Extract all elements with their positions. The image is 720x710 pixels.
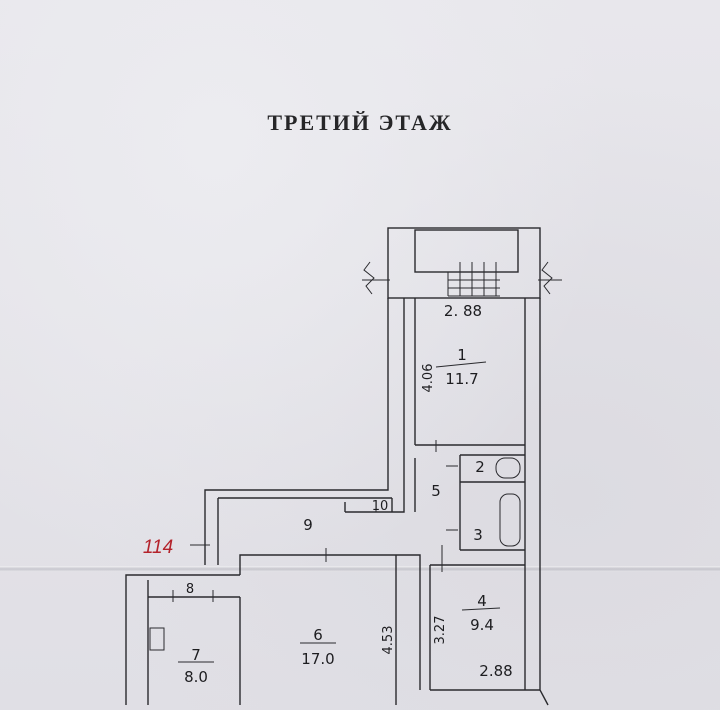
room6-number: 6 bbox=[313, 626, 323, 644]
room2-number: 2 bbox=[475, 458, 485, 476]
room1-number: 1 bbox=[457, 346, 467, 364]
room6-length-label: 4.53 bbox=[381, 626, 396, 655]
room1-width-label: 2. 88 bbox=[444, 302, 482, 320]
room3-number: 3 bbox=[473, 526, 483, 544]
room1-length-label: 4.06 bbox=[421, 364, 436, 393]
room10-number: 10 bbox=[372, 499, 389, 514]
stair-block bbox=[387, 227, 541, 299]
area-fraction-lines bbox=[178, 361, 501, 663]
room6-area: 17.0 bbox=[301, 650, 334, 668]
room5-number: 5 bbox=[431, 482, 441, 500]
tick-marks bbox=[172, 440, 458, 602]
room4-number: 4 bbox=[477, 592, 487, 610]
wall-break-marks bbox=[362, 261, 562, 295]
room4-area: 9.4 bbox=[470, 616, 494, 634]
floor-title: ТРЕТИЙ ЭТАЖ bbox=[267, 110, 453, 135]
room7-area: 8.0 bbox=[184, 668, 208, 686]
room4-length-label: 3.27 bbox=[433, 616, 448, 645]
paper-fold bbox=[0, 566, 720, 572]
room8-number: 8 bbox=[186, 582, 194, 597]
apartment-number: 114 bbox=[143, 537, 173, 558]
bath-fixtures bbox=[495, 457, 521, 547]
room4-width-label: 2.88 bbox=[479, 662, 512, 680]
room7-number: 7 bbox=[191, 646, 201, 664]
room9-number: 9 bbox=[303, 516, 313, 534]
walls bbox=[125, 298, 549, 706]
room1-area: 11.7 bbox=[445, 370, 478, 388]
